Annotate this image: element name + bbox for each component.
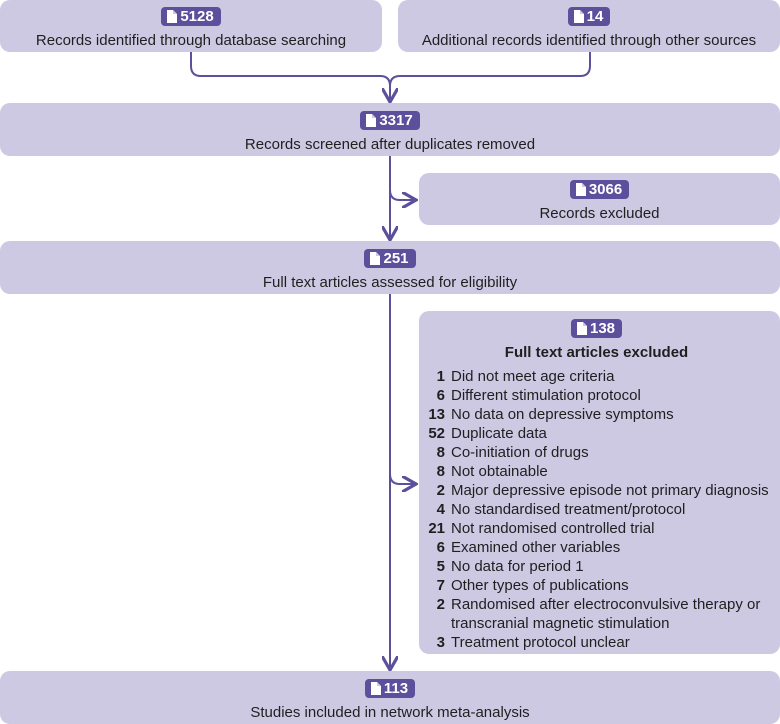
arrow-to-excluded bbox=[389, 189, 414, 200]
db-search-label: Records identified through database sear… bbox=[35, 32, 347, 49]
records-excluded-box: 3066 Records excluded bbox=[419, 173, 780, 225]
screened-count: 3317 bbox=[379, 112, 413, 129]
assessed-count-badge: 251 bbox=[364, 249, 416, 268]
fulltext-excluded-count-badge: 138 bbox=[570, 319, 623, 338]
other-sources-label: Additional records identified through ot… bbox=[421, 32, 757, 49]
records-excluded-label: Records excluded bbox=[539, 205, 660, 222]
records-excluded-count-badge: 3066 bbox=[569, 180, 630, 199]
db-search-count-badge: 5128 bbox=[161, 7, 221, 26]
included-count: 113 bbox=[383, 680, 409, 697]
document-icon bbox=[369, 252, 381, 265]
assessed-label: Full text articles assessed for eligibil… bbox=[262, 274, 518, 291]
assessed-box: 251 Full text articles assessed for elig… bbox=[0, 241, 780, 294]
db-search-count: 5128 bbox=[180, 8, 214, 25]
document-icon bbox=[166, 10, 178, 23]
document-icon bbox=[365, 114, 377, 127]
document-icon bbox=[573, 10, 584, 23]
assessed-count: 251 bbox=[383, 250, 409, 267]
arrow-to-fulltext-excluded bbox=[389, 473, 414, 484]
fulltext-excluded-count: 138 bbox=[589, 320, 616, 337]
other-sources-count: 14 bbox=[586, 8, 604, 25]
other-sources-count-badge: 14 bbox=[567, 7, 611, 26]
screened-label: Records screened after duplicates remove… bbox=[244, 136, 536, 153]
document-icon bbox=[576, 322, 587, 335]
document-icon bbox=[575, 183, 586, 196]
fulltext-excluded-title: Full text articles excluded bbox=[504, 344, 689, 361]
records-excluded-count: 3066 bbox=[588, 181, 623, 198]
other-sources-box: 14 Additional records identified through… bbox=[398, 0, 780, 52]
document-icon bbox=[370, 682, 381, 695]
merge-connector bbox=[190, 52, 591, 87]
screened-box: 3317 Records screened after duplicates r… bbox=[0, 103, 780, 156]
included-box: 113 Studies included in network meta-ana… bbox=[0, 671, 780, 724]
db-search-box: 5128 Records identified through database… bbox=[0, 0, 382, 52]
included-label: Studies included in network meta-analysi… bbox=[250, 704, 530, 721]
screened-count-badge: 3317 bbox=[360, 111, 420, 130]
included-count-badge: 113 bbox=[364, 679, 416, 698]
